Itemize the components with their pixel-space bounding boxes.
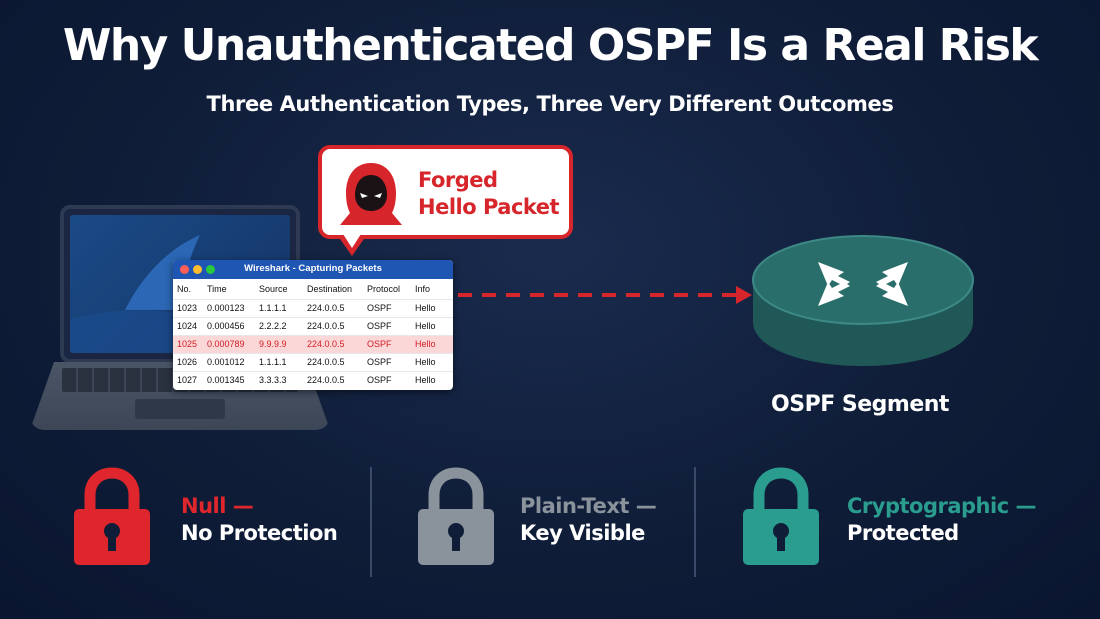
packet-destination: 224.0.0.5 [303, 298, 363, 317]
close-dot-icon[interactable] [180, 265, 189, 274]
packet-info: Hello [411, 316, 453, 335]
packet-info: Hello [411, 370, 453, 389]
packet-destination: 224.0.0.5 [303, 316, 363, 335]
packet-destination: 224.0.0.5 [303, 370, 363, 389]
packet-destination: 224.0.0.5 [303, 352, 363, 371]
wireshark-title: Wireshark - Capturing Packets [244, 263, 382, 274]
packet-time: 0.000456 [203, 316, 255, 335]
wireshark-titlebar: Wireshark - Capturing Packets [173, 260, 453, 279]
auth-plaintext-desc: Key Visible [520, 521, 645, 545]
callout-line2: Hello Packet [418, 195, 560, 219]
packet-time: 0.000789 [203, 334, 255, 353]
packet-no: 1027 [173, 370, 203, 389]
attack-arrow [458, 286, 752, 304]
packet-row-forged[interactable]: 1025 0.000789 9.9.9.9 224.0.0.5 OSPF Hel… [173, 334, 453, 353]
packet-row[interactable]: 1024 0.000456 2.2.2.2 224.0.0.5 OSPF Hel… [173, 316, 453, 335]
packet-no: 1026 [173, 352, 203, 371]
packet-time: 0.001012 [203, 352, 255, 371]
packet-source: 1.1.1.1 [255, 352, 303, 371]
divider-2 [694, 467, 696, 577]
packet-info: Hello [411, 352, 453, 371]
column-header-source[interactable]: Source [259, 283, 288, 294]
packet-row[interactable]: 1023 0.000123 1.1.1.1 224.0.0.5 OSPF Hel… [173, 298, 453, 317]
divider-1 [370, 467, 372, 577]
packet-row[interactable]: 1027 0.001345 3.3.3.3 224.0.0.5 OSPF Hel… [173, 370, 453, 389]
packet-no: 1023 [173, 298, 203, 317]
wireshark-window: Wireshark - Capturing Packets No. Time S… [173, 260, 453, 390]
padlock-red-icon [74, 467, 150, 565]
column-header-no[interactable]: No. [177, 283, 192, 294]
laptop-touchpad [135, 399, 225, 419]
auth-crypto-title: Cryptographic — [847, 494, 1036, 518]
column-header-destination[interactable]: Destination [307, 283, 353, 294]
auth-null-desc: No Protection [181, 521, 338, 545]
packet-protocol: OSPF [363, 370, 411, 389]
column-header-time[interactable]: Time [207, 283, 227, 294]
packet-protocol: OSPF [363, 316, 411, 335]
padlock-teal-icon [743, 467, 819, 565]
column-header-protocol[interactable]: Protocol [367, 283, 401, 294]
padlock-gray-icon [418, 467, 494, 565]
packet-protocol: OSPF [363, 334, 411, 353]
page-subtitle: Three Authentication Types, Three Very D… [206, 92, 894, 116]
callout-line1: Forged [418, 168, 498, 192]
auth-plaintext-title: Plain-Text — [520, 494, 657, 518]
auth-crypto-desc: Protected [847, 521, 959, 545]
bubble-tail-inner [343, 234, 361, 248]
hooded-hacker-icon [340, 163, 402, 225]
packet-no: 1024 [173, 316, 203, 335]
packet-protocol: OSPF [363, 298, 411, 317]
page-title: Why Unauthenticated OSPF Is a Real Risk [62, 20, 1039, 71]
packet-no: 1025 [173, 334, 203, 353]
packet-table: No. Time Source Destination Protocol Inf… [173, 279, 453, 389]
packet-row[interactable]: 1026 0.001012 1.1.1.1 224.0.0.5 OSPF Hel… [173, 352, 453, 371]
packet-time: 0.000123 [203, 298, 255, 317]
packet-table-header: No. Time Source Destination Protocol Inf… [173, 279, 453, 299]
packet-time: 0.001345 [203, 370, 255, 389]
router-icon [752, 235, 974, 366]
packet-source: 2.2.2.2 [255, 316, 303, 335]
packet-source: 1.1.1.1 [255, 298, 303, 317]
minimize-dot-icon[interactable] [193, 265, 202, 274]
packet-protocol: OSPF [363, 352, 411, 371]
packet-destination: 224.0.0.5 [303, 334, 363, 353]
forged-packet-callout: Forged Hello Packet [318, 145, 573, 239]
maximize-dot-icon[interactable] [206, 265, 215, 274]
router-label: OSPF Segment [771, 392, 949, 417]
arrowhead-icon [736, 286, 752, 304]
callout-text: Forged Hello Packet [418, 167, 568, 221]
auth-null-title: Null — [181, 494, 254, 518]
packet-info: Hello [411, 298, 453, 317]
packet-source: 3.3.3.3 [255, 370, 303, 389]
packet-info: Hello [411, 334, 453, 353]
packet-source: 9.9.9.9 [255, 334, 303, 353]
column-header-info[interactable]: Info [415, 283, 431, 294]
